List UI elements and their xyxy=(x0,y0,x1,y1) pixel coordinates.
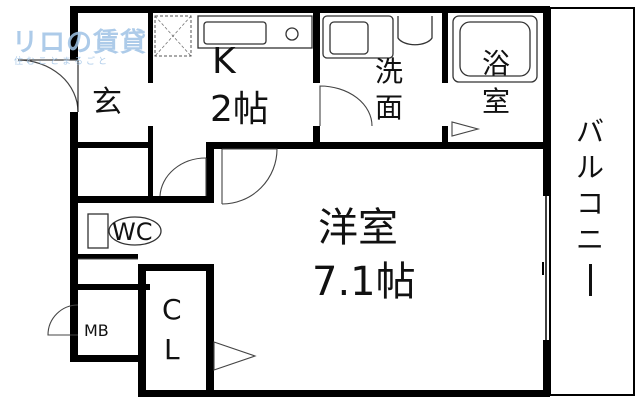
interior-walls xyxy=(78,13,550,390)
wc-label: WC xyxy=(112,218,153,246)
balcony-char-1: バ xyxy=(576,115,605,148)
outer-walls xyxy=(70,6,550,397)
washroom-door xyxy=(319,85,373,127)
balcony-char-4: ニ xyxy=(576,223,605,256)
balcony-char-2: ル xyxy=(576,151,605,184)
closet-label-2: L xyxy=(164,333,180,366)
kitchen-letter: K xyxy=(212,41,236,82)
balcony-char-5 xyxy=(589,264,592,296)
kitchen-counter xyxy=(197,15,313,49)
washbasin xyxy=(322,15,433,59)
entrance-label: 玄 xyxy=(92,85,122,120)
closet-door xyxy=(213,341,257,371)
closet-label-1: C xyxy=(162,293,182,326)
entrance-door xyxy=(17,59,79,113)
bathtub xyxy=(452,15,538,83)
bath-door xyxy=(451,121,481,137)
western-room-name: 洋室 xyxy=(318,205,398,251)
western-room-size: 7.1帖 xyxy=(312,259,416,305)
balcony-char-3: コ xyxy=(576,187,605,220)
room-door xyxy=(221,148,278,205)
balcony xyxy=(545,7,635,396)
washroom-label-1: 洗 xyxy=(375,55,404,88)
hall-door xyxy=(159,157,207,197)
bath-label-2: 室 xyxy=(482,85,511,118)
kitchen-size: 2帖 xyxy=(210,89,269,130)
mb-door xyxy=(47,304,79,336)
shoe-cabinet xyxy=(154,15,192,57)
washroom-label-2: 面 xyxy=(375,91,404,124)
toilet xyxy=(87,213,162,249)
bath-label-1: 浴 xyxy=(482,47,511,80)
meter-box-label: MB xyxy=(84,321,109,340)
